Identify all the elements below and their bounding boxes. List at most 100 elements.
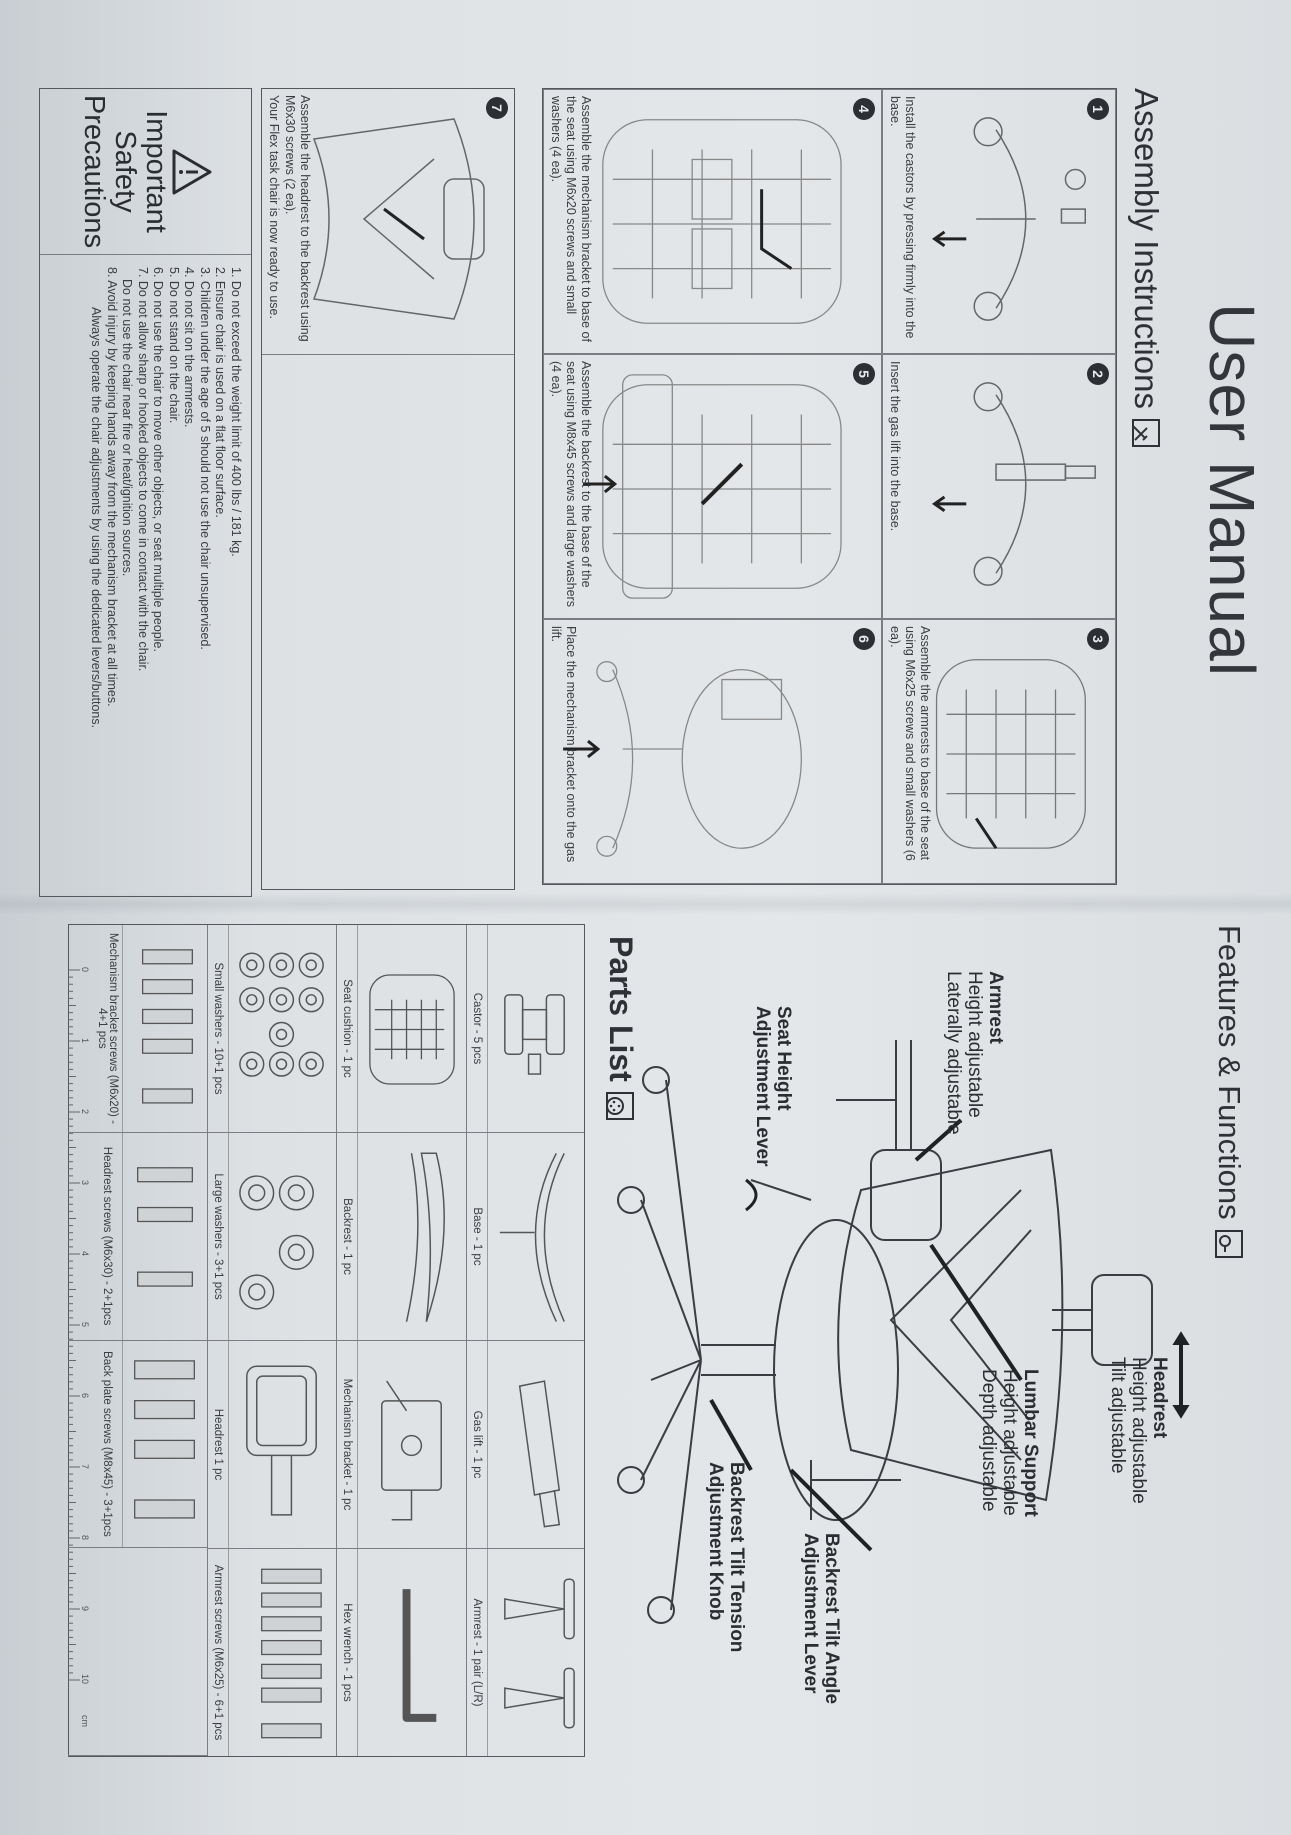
mechanism-bracket-image	[381, 1380, 442, 1521]
parts-row: Castor - 5 pcs Base - 1 pc Gas lift - 1 …	[466, 925, 584, 1756]
chair-armrest-left	[836, 1040, 912, 1150]
part-label: Armrest screws (M6x25) - 6+1 pcs	[208, 1549, 229, 1756]
step-6: 6 Place the mechanism bracket onto the g…	[543, 619, 882, 884]
part-label: Gas lift - 1 pc	[467, 1341, 488, 1548]
step-4: 4 Assemble the mechanism bracket to base…	[543, 89, 882, 354]
step-2-illustration	[931, 382, 1096, 586]
part-label: Headrest 1 pc	[208, 1341, 229, 1548]
armrest-arrow	[914, 1118, 963, 1162]
feature-detail: Depth adjustable	[978, 1369, 999, 1512]
ruler-label: 6	[80, 1393, 90, 1399]
part-armrest-screws: Armrest screws (M6x25) - 6+1 pcs	[208, 1549, 336, 1756]
parts-row: Seat cushion - 1 pc Backrest - 1 pc Mech…	[336, 925, 466, 1756]
chair-lumbar	[870, 1149, 942, 1241]
step-7-illustration	[312, 118, 485, 320]
feature-title: Lumbar Support	[1020, 1369, 1041, 1517]
part-label: Large washers - 3+1 pcs	[208, 1133, 229, 1340]
part-label: Hex wrench - 1 pcs	[337, 1549, 358, 1756]
gas-lift-image	[518, 1380, 561, 1528]
chair-headrest	[1091, 1274, 1153, 1366]
step-1: 1 Install the castors by pressing firmly…	[882, 89, 1116, 354]
assembly-steps-grid: 1 Install the castors by pressing firmly…	[542, 88, 1117, 885]
ruler-label: 7	[80, 1464, 90, 1470]
part-label: Headrest screws (M6x30) - 2+1pcs	[92, 1132, 123, 1340]
part-castor: Castor - 5 pcs	[467, 925, 584, 1133]
feature-tilt-tension: Backrest Tilt Tension Adjustment Knob	[705, 1462, 747, 1652]
lumbar-arrow	[929, 1243, 1023, 1382]
step-3: 3 Assemble the armrests to base of the s…	[882, 619, 1116, 884]
chair-backrest-frame	[889, 1189, 1032, 1461]
safety-title-cell: Important Safety Precautions	[40, 89, 251, 255]
part-label: Seat cushion - 1 pc	[337, 925, 358, 1132]
part-small-washers: Small washers - 10+1 pcs	[208, 925, 336, 1133]
chair-backrest	[837, 1148, 1064, 1502]
ruler-label: 4	[80, 1251, 90, 1257]
parts-heading-text: Parts List	[603, 936, 639, 1082]
parts-row: Mechanism bracket screws (M6x20) - 4+1 p…	[68, 925, 207, 1756]
ruler-label: 3	[80, 1180, 90, 1186]
ruler-unit: cm	[80, 1715, 90, 1727]
feature-title: Backrest Tilt Angle	[821, 1533, 842, 1705]
feature-title: Armrest	[985, 971, 1006, 1044]
tilt-tension-arrow	[709, 1399, 753, 1471]
tilt-angle-arrow	[789, 1468, 873, 1552]
chair-castor	[642, 1066, 670, 1094]
feature-title: Adjustment Knob	[705, 1462, 726, 1621]
part-seat-cushion: Seat cushion - 1 pc	[337, 925, 466, 1133]
part-label: Castor - 5 pcs	[467, 925, 488, 1132]
step-7: 7 Assemble the headrest to the backrest …	[262, 89, 514, 355]
large-washers-image	[239, 1175, 314, 1310]
feature-title: Adjustment Lever	[800, 1533, 821, 1694]
feature-detail: Height adjustable	[964, 971, 985, 1118]
ruler-label: 0	[80, 967, 90, 973]
features-heading: Features & Functions	[1211, 925, 1247, 1258]
part-headrest: Headrest 1 pc	[208, 1341, 336, 1549]
feature-armrest: Armrest Height adjustable Laterally adju…	[943, 971, 1006, 1135]
chair-castor	[617, 1186, 645, 1214]
part-hex-wrench: Hex wrench - 1 pcs	[337, 1549, 466, 1756]
parts-heading: Parts List	[602, 936, 639, 1120]
part-mechanism-screws: Mechanism bracket screws (M6x20) - 4+1 p…	[68, 925, 207, 1133]
armrest-image	[504, 1578, 575, 1729]
feature-title: Adjustment Lever	[752, 1006, 773, 1167]
ruler-ticks	[68, 969, 80, 1681]
part-mechanism-bracket: Mechanism bracket - 1 pc	[337, 1341, 466, 1549]
chair-castor	[617, 1466, 645, 1494]
mechanism-screws-image	[141, 949, 193, 1104]
seat-cushion-image	[369, 974, 455, 1085]
headrest-arrow	[1172, 1331, 1190, 1419]
feature-lumbar: Lumbar Support Height adjustable Depth a…	[978, 1369, 1041, 1517]
hex-wrench-image	[402, 1589, 437, 1722]
parts-row: Small washers - 10+1 pcs Large washers -…	[207, 925, 336, 1756]
feature-headrest: Headrest Height adjustable Tilt adjustab…	[1107, 1357, 1170, 1504]
step-5: 5 Assemble the backrest to the base of t…	[543, 354, 882, 619]
part-label: Back plate screws (M8x45) - 3+1pcs	[92, 1340, 123, 1548]
feature-title: Headrest	[1149, 1357, 1170, 1439]
part-label: Mechanism bracket - 1 pc	[337, 1341, 358, 1548]
part-label: Mechanism bracket screws (M6x20) - 4+1 p…	[92, 925, 123, 1132]
part-label: Base - 1 pc	[467, 1133, 488, 1340]
part-back-plate-screws: Back plate screws (M8x45) - 3+1pcs	[68, 1340, 207, 1549]
chair-gas-lift	[701, 1344, 776, 1376]
parts-table: Castor - 5 pcs Base - 1 pc Gas lift - 1 …	[68, 924, 585, 1757]
step-4-illustration	[602, 119, 842, 324]
step-7-box: 7 Assemble the headrest to the backrest …	[261, 88, 515, 890]
part-armrest: Armrest - 1 pair (L/R)	[467, 1549, 584, 1756]
ruler-label: 9	[80, 1606, 90, 1612]
feature-detail: Laterally adjustable	[943, 971, 964, 1135]
step-2: 2 Insert the gas lift into the base.	[882, 354, 1116, 619]
chair-castor	[647, 1596, 675, 1624]
part-label: Backrest - 1 pc	[337, 1133, 358, 1340]
feature-title: Backrest Tilt Tension	[726, 1462, 747, 1653]
part-label: Armrest - 1 pair (L/R)	[467, 1549, 488, 1756]
feature-detail: Tilt adjustable	[1107, 1357, 1128, 1474]
ruler: 0 1 2 3 4 5 6 7 8 9 10 cm	[68, 925, 92, 1756]
back-plate-screws-image	[134, 1359, 195, 1519]
step-1-illustration	[931, 117, 1086, 321]
ruler-label: 8	[80, 1535, 90, 1541]
seat-height-arrow	[745, 1178, 758, 1212]
tools-icon	[1132, 418, 1160, 447]
armrest-screws-image	[261, 1568, 322, 1739]
